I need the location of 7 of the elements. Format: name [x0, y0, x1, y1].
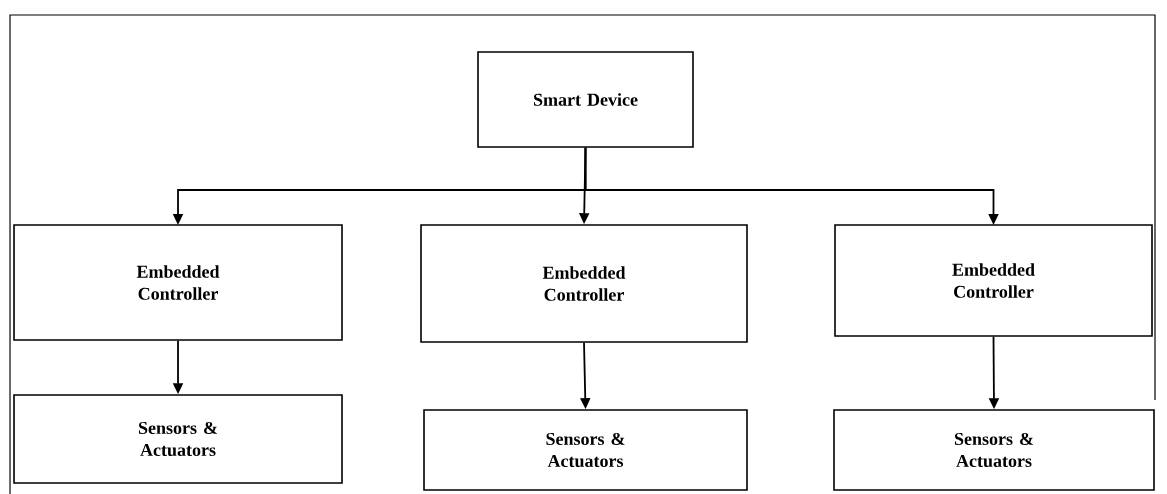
process-box: Embedded Controller [13, 224, 343, 341]
process-box: Sensors & Actuators [13, 394, 343, 484]
process-box: Sensors & Actuators [423, 409, 748, 491]
process-box: Embedded Controller [834, 224, 1153, 337]
process-box: Smart Device [477, 51, 694, 148]
process-box: Embedded Controller [420, 224, 748, 343]
process-box: Sensors & Actuators [833, 409, 1155, 491]
